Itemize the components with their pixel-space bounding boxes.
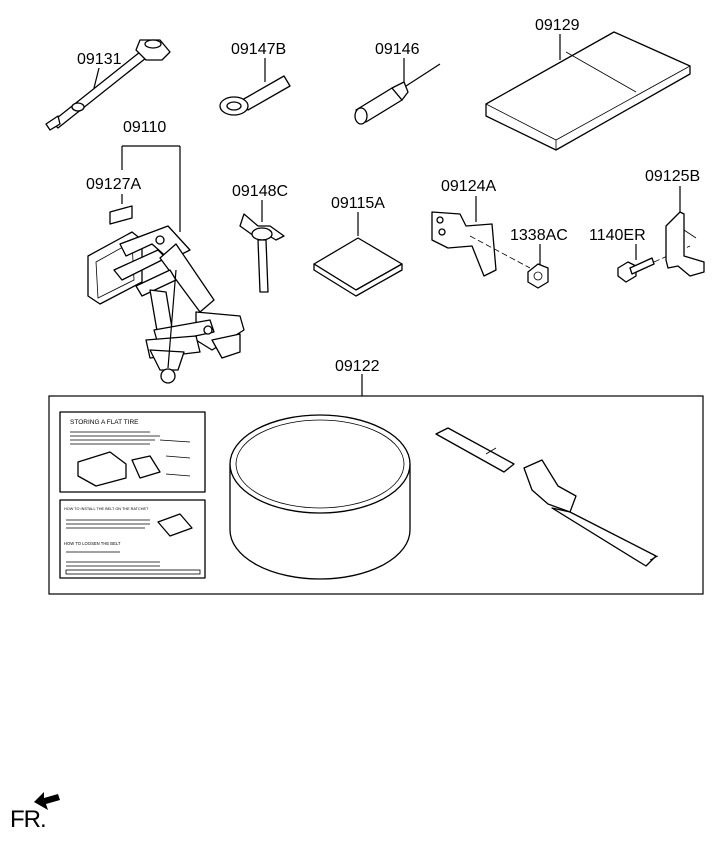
wheel-wrench-illustration (45, 39, 171, 131)
tire-cover-illustration (229, 414, 411, 580)
front-arrow-icon (34, 792, 60, 810)
label-09115a: 09115A (331, 195, 385, 212)
jack-label-sticker (109, 205, 133, 225)
label-09129: 09129 (535, 17, 580, 34)
wing-bolt-illustration (239, 200, 285, 293)
label-09125b: 09125B (645, 168, 700, 185)
nut-1338ac-illustration (527, 244, 549, 289)
jack-leader-lines (121, 145, 181, 232)
label-09127a: 09127A (86, 176, 141, 193)
bracket-09124a-illustration (431, 196, 531, 277)
tow-hook-illustration (219, 58, 291, 116)
front-label: FR. (10, 806, 47, 833)
pad-illustration (313, 212, 403, 297)
label-09122: 09122 (335, 358, 380, 375)
strap-illustration (435, 427, 659, 567)
label-09147b: 09147B (231, 41, 286, 58)
bracket-09125b-illustration (665, 186, 705, 277)
label-09124a: 09124A (441, 178, 496, 195)
label-09131: 09131 (77, 51, 122, 68)
label-1140er: 1140ER (589, 227, 646, 244)
install-belt-title: HOW TO INSTALL THE BELT ON THE RATCHET (64, 507, 149, 511)
label-09110: 09110 (123, 119, 166, 136)
screwdriver-illustration (354, 58, 441, 125)
label-1338ac: 1338AC (510, 227, 568, 244)
storing-flat-tire-title: STORING A FLAT TIRE (70, 419, 139, 426)
ratchet-belt-label: HOW TO INSTALL THE BELT ON THE RATCHET H… (59, 499, 206, 579)
label-09146: 09146 (375, 41, 420, 58)
loosen-belt-title: HOW TO LOOSEN THE BELT (64, 541, 121, 546)
scissor-jack-illustration (87, 225, 245, 384)
storing-flat-tire-label: STORING A FLAT TIRE (59, 411, 206, 493)
tool-pouch-illustration (485, 31, 691, 151)
front-direction-indicator: FR. (10, 792, 60, 834)
tire-kit-group: STORING A FLAT TIRE HOW TO INSTALL THE B… (48, 374, 704, 595)
label-09148c: 09148C (232, 183, 288, 200)
